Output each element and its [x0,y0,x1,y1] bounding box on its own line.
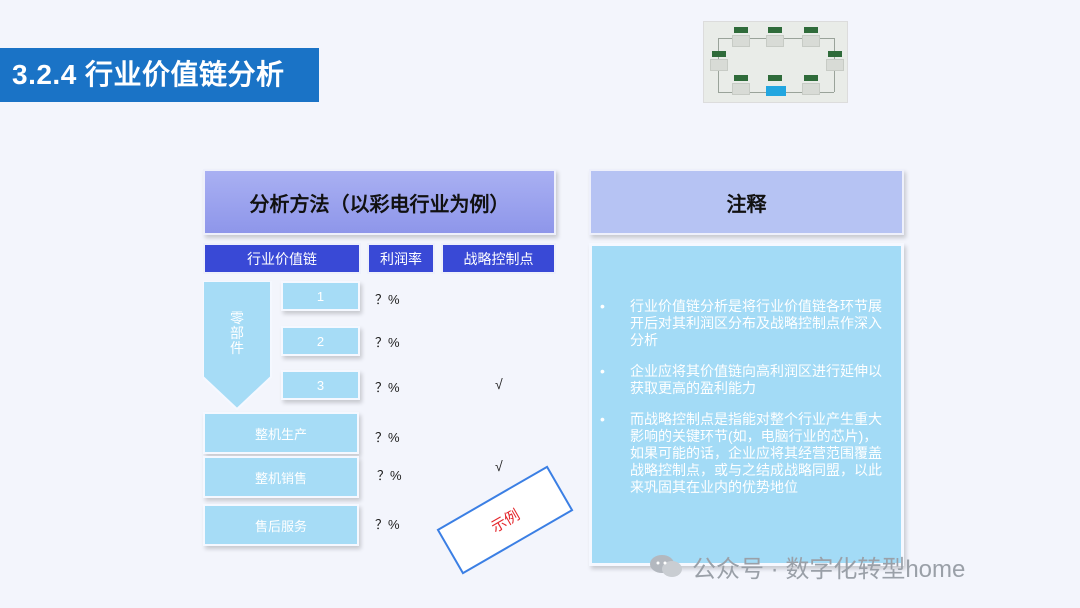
watermark: 公众号 · 数字化转型home [648,550,966,583]
stage-sales: 整机销售 [203,456,359,498]
margin-after-sales: ？% [375,517,400,532]
margin-part-2: ？% [375,335,400,350]
wechat-icon [648,553,684,579]
parts-arrow [203,281,272,411]
part-item-3: 3 [281,370,360,400]
margin-manufacturing: ？% [375,430,400,445]
example-stamp: 示例 [436,465,574,575]
watermark-text: 公众号 · 数字化转型home [692,555,966,583]
column-header-value-chain: 行业价值链 [203,243,361,274]
note-item-3: 而战略控制点是指能对整个行业产生重大影响的关键环节(如，电脑行业的芯片)，如果可… [600,411,891,496]
value-chain-thumbnail [703,21,848,103]
notes-header: 注释 [589,169,904,235]
column-header-control-point: 战略控制点 [441,243,556,274]
control-check-sales: √ [495,458,503,474]
stage-after-sales: 售后服务 [203,504,359,546]
margin-part-3: ？% [375,380,400,395]
column-header-profit-margin: 利润率 [367,243,435,274]
part-item-2: 2 [281,326,360,356]
parts-label: 零 部 件 [230,310,244,356]
part-item-1: 1 [281,281,360,311]
margin-part-1: ？% [375,292,400,307]
notes-panel: 行业价值链分析是将行业价值链各环节展开后对其利润区分布及战略控制点作深入分析 企… [589,243,904,566]
slide-title: 3.2.4 行业价值链分析 [0,48,319,102]
analysis-method-header: 分析方法（以彩电行业为例） [203,169,556,235]
stage-manufacturing: 整机生产 [203,412,359,454]
control-check-part-3: √ [495,376,503,392]
note-item-2: 企业应将其价值链向高利润区进行延伸以获取更高的盈利能力 [600,363,891,397]
note-item-1: 行业价值链分析是将行业价值链各环节展开后对其利润区分布及战略控制点作深入分析 [600,298,891,349]
margin-sales: ？% [377,468,402,483]
